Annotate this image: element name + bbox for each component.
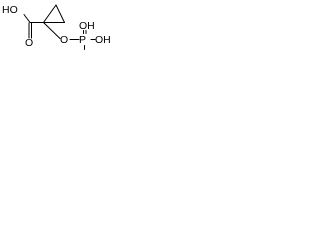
atom-label-o-carbonyl: O: [25, 37, 33, 49]
atom-label-oh-upper: OH: [79, 20, 95, 32]
atom-label-oh-right: OH: [95, 34, 111, 46]
chemical-structure: HO O O P OH OH: [2, 4, 111, 50]
ring-bond-2: [55, 4, 65, 23]
bond-carboxyl-ho: [23, 14, 31, 23]
atom-label-ho-carboxyl: HO: [2, 4, 18, 16]
atom-label-p: P: [79, 34, 86, 46]
atom-label-o-ether: O: [60, 34, 68, 46]
ring-bond-1: [43, 4, 57, 23]
bond-c-o: [43, 22, 61, 39]
